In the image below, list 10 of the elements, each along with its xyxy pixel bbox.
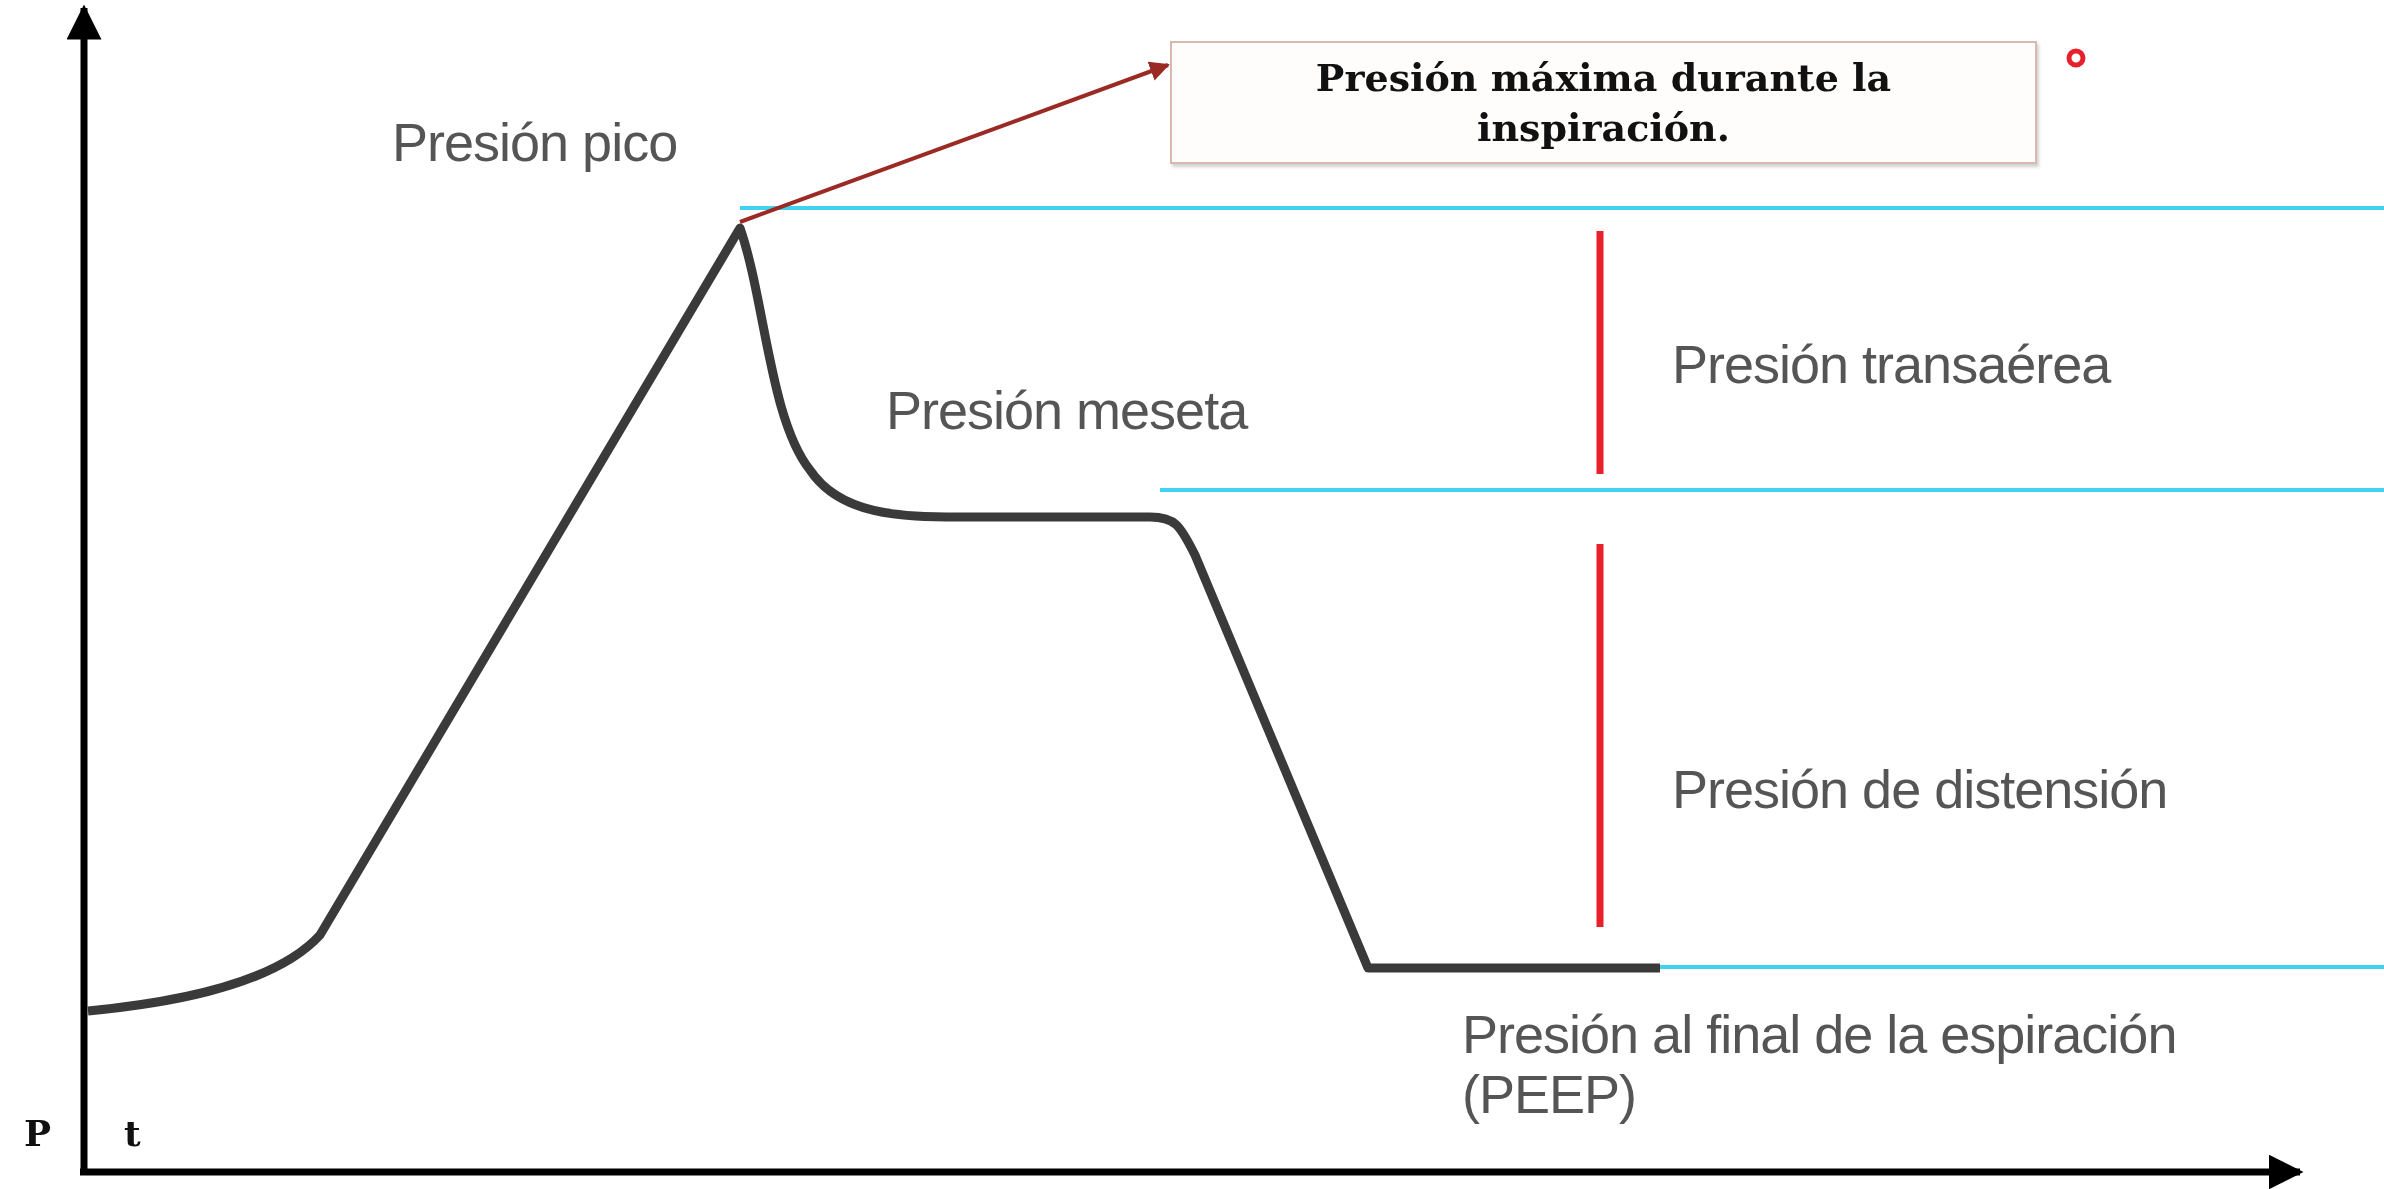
pressure-label: Presión transaérea [1672,333,2111,396]
axis-label: t [124,1112,141,1154]
pressure-label: Presión de distensión [1672,758,2168,821]
pressure-label: Presión al final de la espiración (PEEP) [1462,1004,2178,1125]
axis-label: P [24,1112,52,1154]
arrow [739,61,1170,224]
pressure-label: Presión pico [392,111,678,174]
pressure-label: Presión meseta [886,379,1248,442]
note-text: Presión máxima durante la inspiración. [1314,54,1893,152]
note-box [1170,41,2037,164]
